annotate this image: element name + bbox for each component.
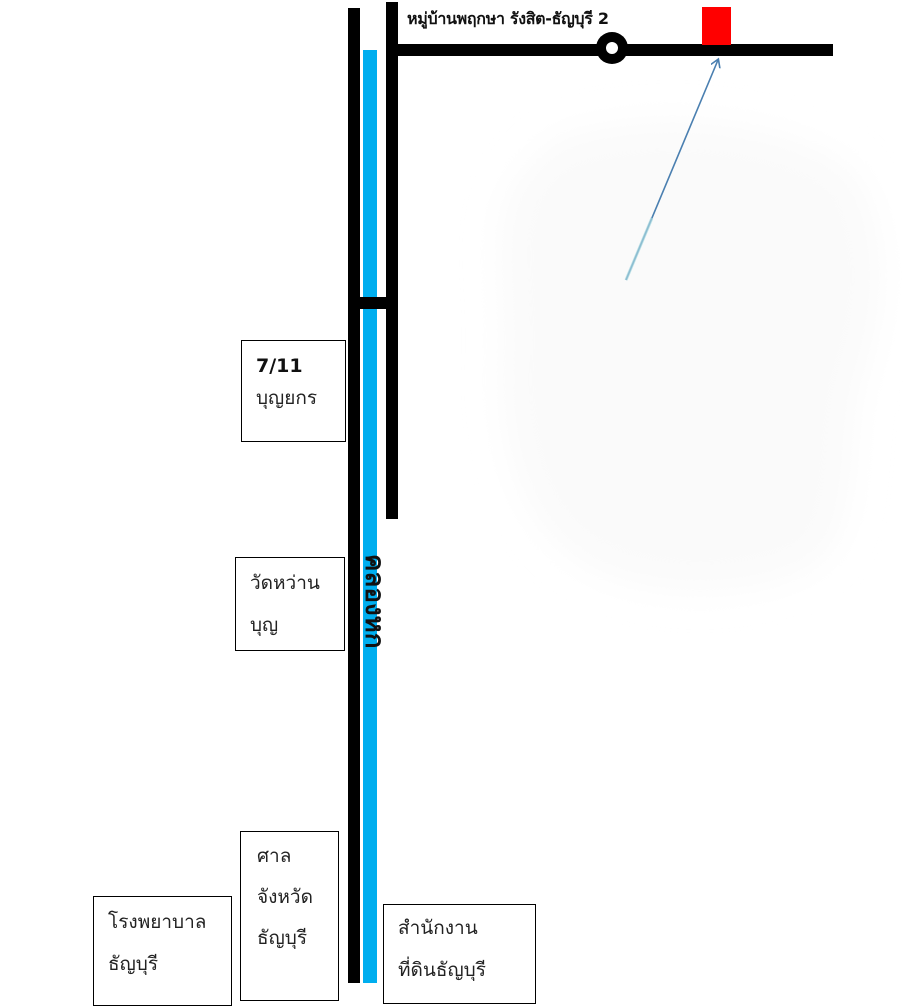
- canal-line: [363, 50, 377, 983]
- landmark-hospital: โรงพยาบาล ธัญบุรี: [93, 896, 232, 1006]
- landmark-temple-line2: บุญ: [250, 614, 279, 636]
- village-label: หมู่บ้านพฤกษา รังสิต-ธัญบุรี 2: [407, 9, 609, 28]
- canal-label: คลองหก: [359, 554, 389, 649]
- landmark-seven-eleven-line1: 7/11: [256, 355, 303, 377]
- main-road-right: [386, 2, 398, 519]
- roundabout-icon: [596, 32, 628, 64]
- landmark-land-office: สำนักงาน ที่ดินธัญบุรี: [383, 904, 536, 1004]
- landmark-hospital-line1: โรงพยาบาล: [108, 911, 207, 933]
- pointer-arrow-icon: [624, 60, 718, 281]
- landmark-court-line1: ศาล: [257, 845, 292, 867]
- destination-marker-icon: [702, 7, 731, 45]
- landmark-court: ศาล จังหวัด ธัญบุรี: [240, 831, 339, 1001]
- main-road-left: [348, 8, 360, 983]
- landmark-hospital-line2: ธัญบุรี: [108, 953, 159, 975]
- landmark-temple-line1: วัดหว่าน: [250, 572, 320, 594]
- landmark-court-line3: ธัญบุรี: [257, 927, 308, 949]
- canal-bridge: [348, 297, 398, 309]
- landmark-land-office-line1: สำนักงาน: [398, 917, 478, 939]
- landmark-land-office-line2: ที่ดินธัญบุรี: [398, 959, 486, 981]
- landmark-court-line2: จังหวัด: [257, 886, 313, 908]
- landmark-temple: วัดหว่าน บุญ: [235, 557, 345, 651]
- route-map: [348, 2, 880, 983]
- landmark-seven-eleven: 7/11 บุญยกร: [241, 340, 346, 442]
- faint-smudge: [502, 123, 880, 590]
- landmark-seven-eleven-line2: บุญยกร: [256, 387, 318, 409]
